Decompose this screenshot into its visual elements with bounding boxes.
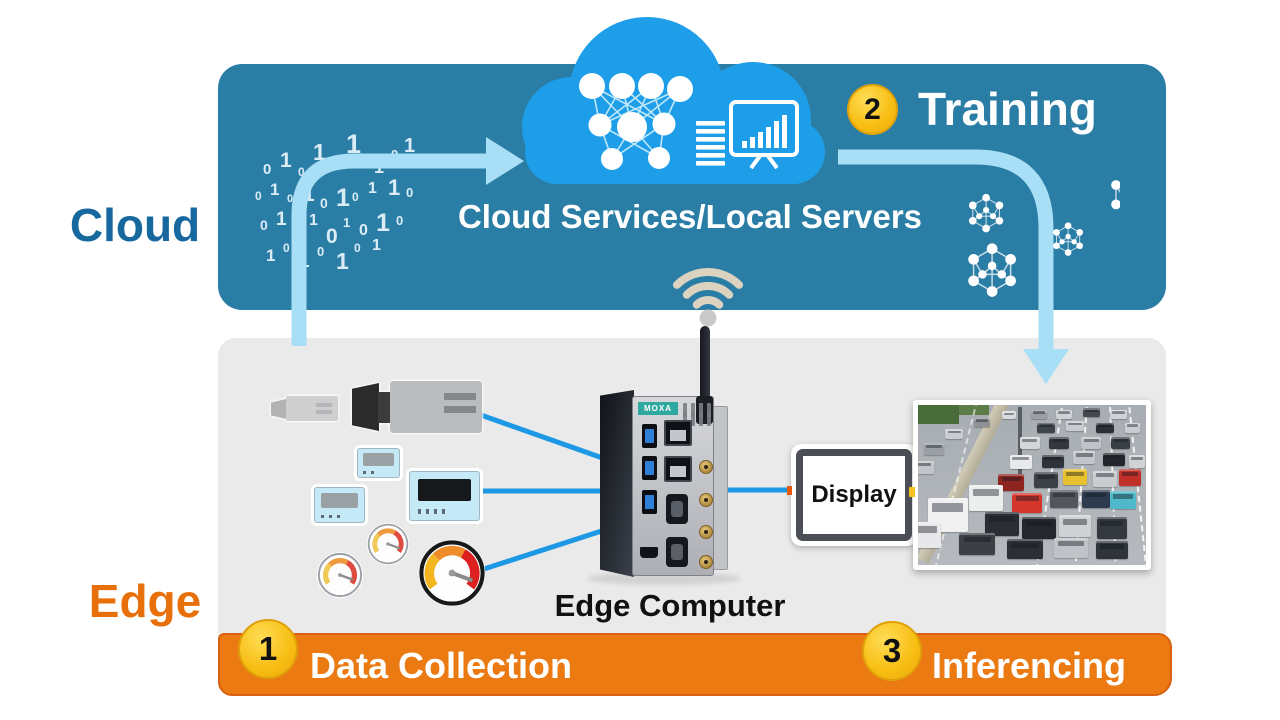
- cloud-panel-title: Cloud Services/Local Servers: [457, 198, 923, 235]
- vehicle: [1092, 470, 1117, 487]
- vehicle: [1082, 408, 1100, 418]
- vehicle: [1007, 539, 1044, 560]
- vehicle: [1041, 454, 1064, 468]
- usb-port: [642, 456, 657, 480]
- antenna-connector: [699, 555, 713, 569]
- step-3-badge: 3: [862, 621, 922, 681]
- antenna-connector: [699, 525, 713, 539]
- ethernet-port: [664, 420, 692, 446]
- antenna-icon: [700, 326, 710, 422]
- vehicle: [1009, 454, 1032, 469]
- vehicle: [918, 461, 934, 474]
- data-collection-label: Data Collection: [310, 645, 573, 686]
- traffic-inference-image: [913, 400, 1151, 570]
- vehicle: [1128, 454, 1145, 468]
- vehicle: [1012, 493, 1043, 513]
- serial-port: [666, 537, 688, 567]
- training-label: Training: [918, 83, 1097, 135]
- vehicle: [1096, 517, 1127, 539]
- antenna-connector: [699, 493, 713, 507]
- vehicle: [1055, 409, 1072, 419]
- vehicle: [1095, 541, 1128, 559]
- ethernet-port: [664, 456, 692, 482]
- vegetation: [959, 405, 989, 415]
- vehicle: [1033, 472, 1058, 489]
- edge-section-label: Edge: [88, 575, 202, 627]
- connector-tick: [909, 487, 915, 497]
- vehicle: [1095, 422, 1114, 433]
- step-2-badge: 2: [847, 84, 898, 135]
- edge-computer-side: [600, 390, 634, 577]
- meter-icon: [314, 487, 365, 523]
- vehicle: [1021, 517, 1056, 539]
- vehicle: [1066, 421, 1085, 431]
- vehicle: [969, 485, 1004, 511]
- serial-port: [666, 494, 688, 524]
- vehicle: [1030, 409, 1047, 419]
- hdmi-port: [640, 547, 658, 558]
- gauge-icon: [366, 522, 410, 566]
- antenna-connector: [699, 460, 713, 474]
- vehicle: [1081, 489, 1110, 508]
- vehicle: [1053, 537, 1088, 558]
- cloud-section-label: Cloud: [69, 199, 201, 251]
- vehicle: [998, 473, 1025, 491]
- vehicle: [1110, 491, 1137, 510]
- device-brand-label: MOXA: [638, 402, 678, 415]
- usb-port: [642, 424, 657, 448]
- inferencing-label: Inferencing: [932, 645, 1127, 686]
- vehicle: [1073, 451, 1096, 465]
- vehicle: [1110, 409, 1128, 419]
- vehicle: [1111, 437, 1131, 449]
- vegetation: [918, 405, 960, 425]
- vehicle: [1059, 515, 1092, 538]
- vehicle: [1124, 422, 1140, 433]
- vehicle: [1019, 437, 1040, 449]
- vehicle: [923, 443, 944, 456]
- traffic-scene: [918, 405, 1146, 565]
- display-monitor: Display: [796, 449, 912, 541]
- vehicle: [973, 417, 990, 427]
- edge-computer-label: Edge Computer: [554, 588, 786, 623]
- vehicle: [1081, 437, 1102, 449]
- vehicle: [945, 429, 964, 439]
- meter-icon: [409, 471, 480, 521]
- vehicle: [1049, 437, 1070, 449]
- vehicle: [1049, 489, 1078, 508]
- step-bar: [218, 633, 1172, 696]
- gauge-icon: [316, 551, 364, 599]
- vehicle: [1103, 453, 1126, 466]
- usb-port: [642, 490, 657, 514]
- vehicle: [918, 521, 941, 548]
- step-1-badge: 1: [238, 619, 298, 679]
- vehicle: [1119, 469, 1142, 486]
- display-label: Display: [811, 481, 897, 508]
- vehicle: [985, 512, 1020, 537]
- vehicle: [1002, 411, 1017, 420]
- gauge-icon: [418, 539, 486, 607]
- vehicle: [1063, 469, 1088, 485]
- meter-icon: [357, 448, 400, 478]
- vehicle: [959, 533, 996, 555]
- connector-tick: [787, 486, 792, 495]
- vehicle: [1036, 422, 1055, 433]
